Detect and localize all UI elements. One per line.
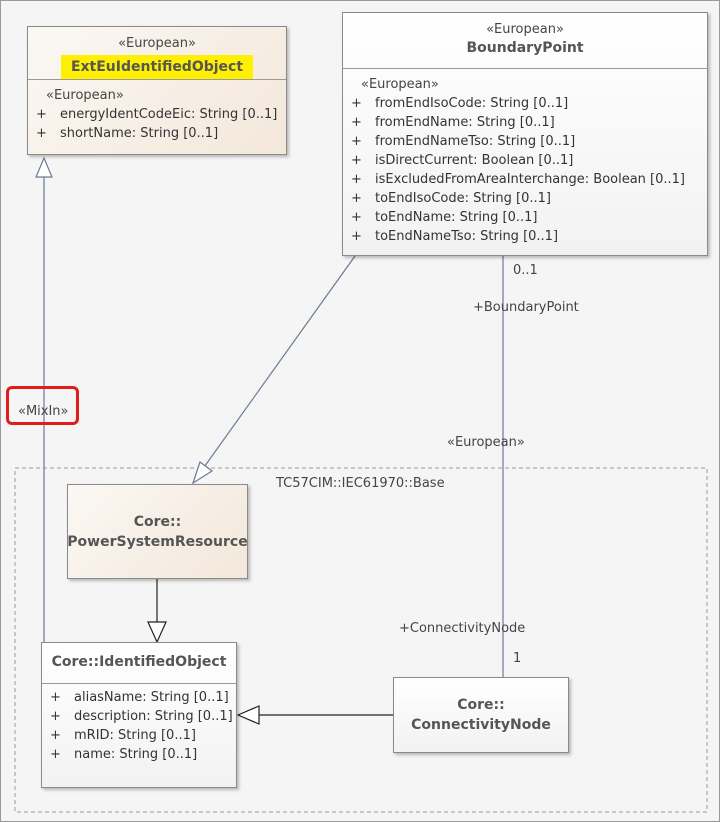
- attribute-row: +isDirectCurrent: Boolean [0..1]: [351, 153, 574, 168]
- attribute-row: +energyIdentCodeEic: String [0..1]: [36, 107, 278, 122]
- class-ext-eu-identified-object[interactable]: «European» ExtEuIdentifiedObject «Europe…: [27, 26, 287, 155]
- class-connectivity-node[interactable]: Core:: ConnectivityNode: [393, 677, 569, 753]
- package-name: TC57CIM::IEC61970::Base: [276, 476, 445, 491]
- mixin-generalization-arrow: [35, 156, 53, 178]
- attribute-row: +toEndName: String [0..1]: [351, 210, 538, 225]
- attribute-row: +fromEndName: String [0..1]: [351, 115, 555, 130]
- boundary-generalization-arrow: [191, 461, 214, 485]
- attribute-row: +toEndIsoCode: String [0..1]: [351, 191, 551, 206]
- class-name: ConnectivityNode: [411, 717, 551, 733]
- class-boundary-point[interactable]: «European» BoundaryPoint «European» +fro…: [342, 12, 708, 256]
- attribute-row: +isExcludedFromAreaInterchange: Boolean …: [351, 172, 685, 187]
- role-boundary-point: +BoundaryPoint: [473, 300, 579, 315]
- class-power-system-resource[interactable]: Core:: PowerSystemResource: [67, 484, 248, 579]
- association-stereotype: «European»: [447, 435, 525, 450]
- role-connectivity-node: +ConnectivityNode: [399, 621, 526, 636]
- psr-generalization-arrow: [147, 621, 167, 644]
- attribute-row: +name: String [0..1]: [50, 747, 198, 762]
- boundary-generalization-line[interactable]: [201, 255, 356, 471]
- mixin-label: «MixIn»: [18, 404, 69, 419]
- attribute-row: +mRID: String [0..1]: [50, 728, 196, 743]
- class-name: PowerSystemResource: [67, 533, 248, 550]
- attribute-row: +fromEndNameTso: String [0..1]: [351, 134, 576, 149]
- annotation-highlight: [6, 386, 79, 425]
- class-stereotype: «European»: [118, 36, 196, 51]
- attribute-row: +toEndNameTso: String [0..1]: [351, 229, 559, 244]
- class-stereotype: «European»: [486, 22, 564, 37]
- class-namespace: Core::: [457, 697, 505, 713]
- attribute-row: +description: String [0..1]: [50, 709, 233, 724]
- attribute-row: +fromEndIsoCode: String [0..1]: [351, 96, 569, 111]
- attribute-row: +aliasName: String [0..1]: [50, 690, 229, 705]
- class-identified-object[interactable]: Core::IdentifiedObject +aliasName: Strin…: [41, 642, 237, 788]
- multiplicity-bottom: 1: [513, 651, 522, 666]
- attribute-row: +shortName: String [0..1]: [36, 126, 219, 141]
- connectivity-generalization-arrow: [236, 705, 260, 725]
- class-namespace: Core::: [133, 513, 182, 530]
- attribute-stereotype: «European»: [46, 88, 124, 103]
- class-name: BoundaryPoint: [466, 40, 584, 56]
- class-name: Core::IdentifiedObject: [51, 654, 227, 670]
- package-boundary: [14, 467, 708, 813]
- multiplicity-top: 0..1: [513, 263, 538, 278]
- attribute-stereotype: «European»: [361, 77, 439, 92]
- class-name: ExtEuIdentifiedObject: [60, 55, 254, 79]
